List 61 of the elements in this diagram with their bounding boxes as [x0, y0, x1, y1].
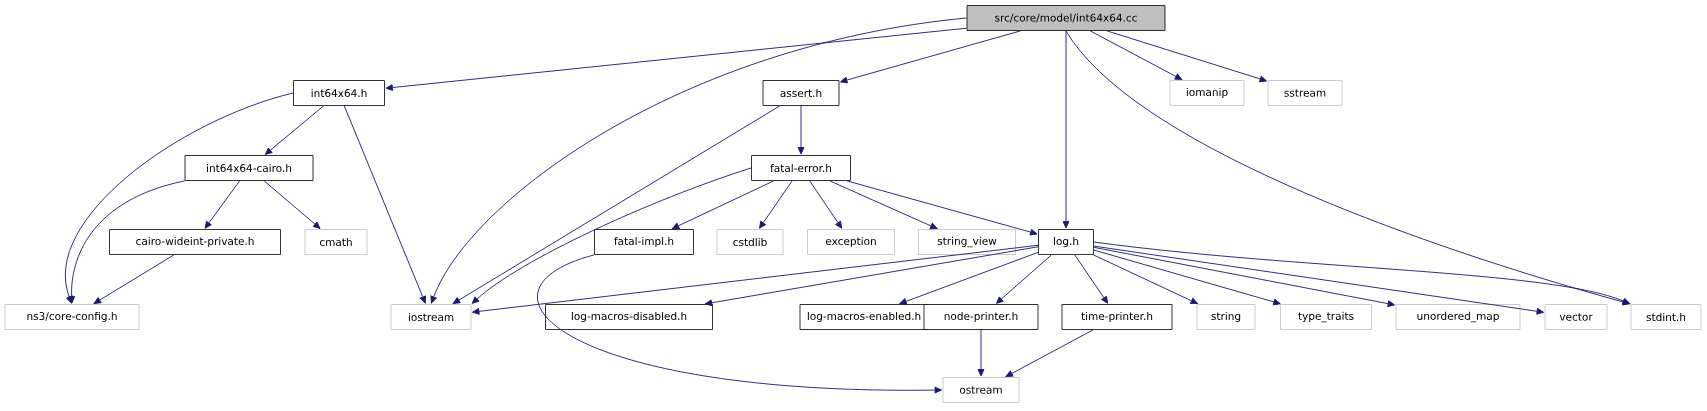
file-box: vector	[1544, 304, 1608, 330]
file-box: stdint.h	[1630, 304, 1702, 330]
arrow	[1065, 30, 1630, 306]
arrow	[452, 105, 781, 304]
file-box: time-printer.h	[1061, 304, 1173, 330]
arrow	[1093, 249, 1281, 306]
arrow	[1093, 254, 1198, 305]
arrow	[1074, 254, 1109, 304]
file-box: exception	[807, 229, 895, 255]
file-box: string	[1196, 304, 1256, 330]
arrow	[809, 180, 843, 229]
arrow	[1089, 30, 1183, 81]
arrow	[797, 105, 805, 155]
arrow	[204, 180, 241, 229]
file-box: node-printer.h	[923, 304, 1039, 330]
file-box: unordered_map	[1395, 304, 1521, 330]
arrow	[899, 251, 1039, 305]
arrow	[1093, 241, 1631, 305]
arrow	[671, 180, 775, 230]
arrow	[343, 105, 426, 304]
file-box: type_traits	[1280, 304, 1372, 330]
arrow	[996, 254, 1052, 304]
file-box: cairo-wideint-private.h	[109, 229, 281, 255]
file-box: sstream	[1267, 80, 1343, 106]
file-box: log.h	[1038, 229, 1094, 255]
file-box: src/core/model/int64x64.cc	[966, 5, 1166, 31]
file-box: int64x64.h	[293, 80, 385, 106]
file-box: fatal-impl.h	[594, 229, 694, 255]
file-box: fatal-error.h	[751, 155, 851, 181]
file-box: iostream	[390, 304, 472, 330]
arrow	[829, 180, 938, 230]
arrow	[977, 329, 985, 377]
file-box: int64x64-cairo.h	[184, 155, 314, 181]
arrow	[264, 105, 324, 155]
arrow	[64, 92, 294, 304]
file-box: ns3/core-config.h	[4, 304, 140, 330]
arrow	[537, 254, 942, 394]
arrow	[471, 167, 752, 304]
arrow	[704, 246, 1039, 307]
arrow	[93, 254, 175, 304]
arrow	[263, 180, 321, 229]
file-box: assert.h	[762, 80, 840, 106]
arrow	[385, 27, 968, 91]
arrow	[430, 17, 968, 304]
file-box: string_view	[918, 229, 1016, 255]
file-box: log-macros-disabled.h	[545, 304, 713, 330]
arrow	[840, 30, 1021, 84]
arrow	[846, 180, 1038, 236]
file-box: iomanip	[1169, 80, 1245, 106]
arrow	[68, 180, 186, 304]
arrow	[472, 244, 1039, 315]
file-box: log-macros-enabled.h	[799, 304, 929, 330]
file-box: ostream	[942, 377, 1020, 403]
arrow	[1093, 246, 1395, 307]
arrow	[1062, 30, 1070, 229]
arrow	[1106, 30, 1267, 83]
file-box: cmath	[304, 229, 368, 255]
file-box: cstdlib	[716, 229, 784, 255]
arrow	[1005, 329, 1094, 377]
arrow	[1093, 245, 1544, 315]
arrow	[759, 180, 793, 229]
